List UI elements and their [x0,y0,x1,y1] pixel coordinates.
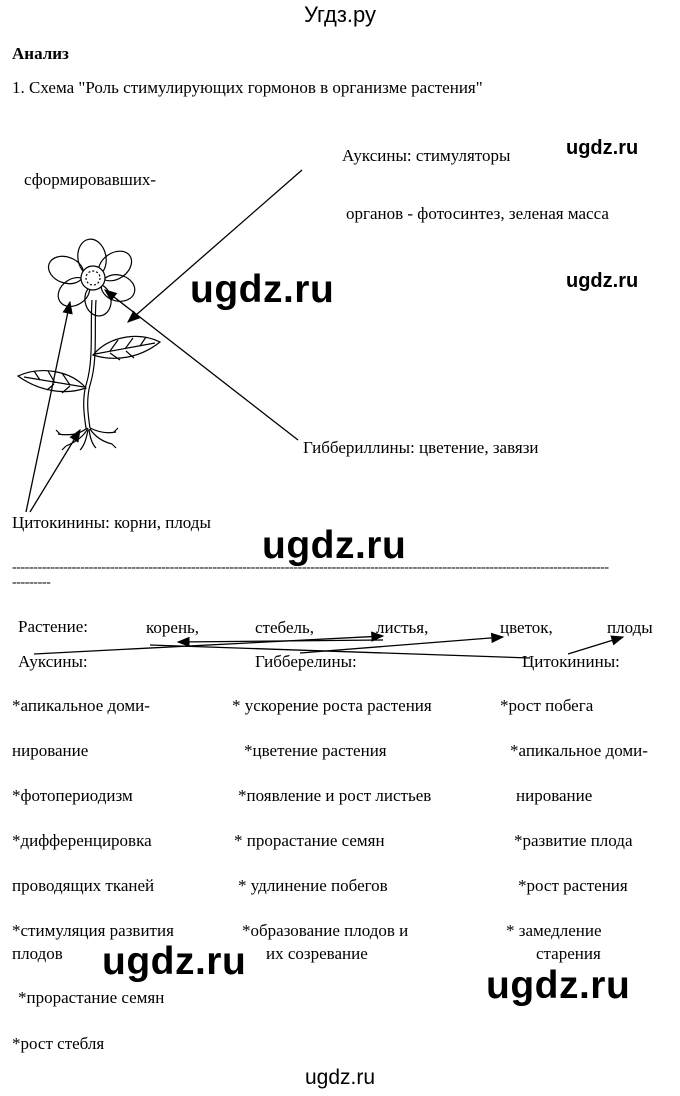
cytokinins-effect-item: старения [536,944,601,964]
gibberellins-effect-item: *появление и рост листьев [238,786,431,806]
gibberellins-effect-item: *цветение растения [244,741,387,761]
auxins-effect-item: *апикальное доми- [12,696,150,716]
gibberellins-effect-item: * ускорение роста растения [232,696,432,716]
watermark: ugdz.ru [102,940,246,985]
cytokinins-effect-item: *рост растения [518,876,628,896]
watermark: ugdz.ru [486,964,630,1009]
auxins-effect-item: нирование [12,741,88,761]
cytokinins-effect-item: *развитие плода [514,831,633,851]
auxins-effect-item: *дифференцировка [12,831,152,851]
cytokinins-effect-item: * замедление [506,921,602,941]
cytokinins-effect-item: нирование [516,786,592,806]
auxins-effect-item: плодов [12,944,63,964]
auxins-effect-item: *прорастание семян [18,988,164,1008]
gibberellins-effect-item: * удлинение побегов [238,876,388,896]
cytokinins-effect-item: *рост побега [500,696,593,716]
gibberellins-effect-item: * прорастание семян [234,831,385,851]
auxins-effect-item: *фотопериодизм [12,786,133,806]
cytokinins-to-fruits-arrow [568,637,623,654]
gibberellins-effect-item: их созревание [266,944,368,964]
gibberellins-effect-item: *образование плодов и [242,921,408,941]
root-to-cytokinins-line [150,645,530,658]
auxins-effect-item: *рост стебля [12,1034,104,1054]
cytokinins-effect-item: *апикальное доми- [510,741,648,761]
auxins-effect-item: *стимуляция развития [12,921,174,941]
hormone-arrows [0,0,680,680]
auxins-effect-item: проводящих тканей [12,876,154,896]
footer-site: ugdz.ru [0,1066,680,1090]
